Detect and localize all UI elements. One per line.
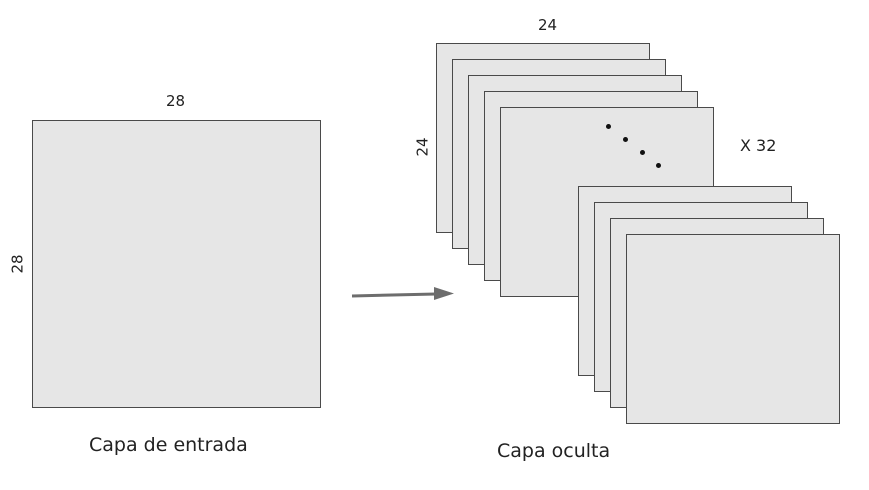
input-layer-caption: Capa de entrada — [89, 434, 248, 456]
input-width-label: 28 — [166, 92, 186, 110]
input-height-label: 28 — [8, 254, 27, 274]
hidden-width-label: 24 — [538, 16, 558, 34]
input-layer-square — [32, 120, 321, 408]
arrow-icon — [351, 287, 454, 300]
ellipsis-dot — [623, 137, 628, 142]
feature-map — [626, 234, 840, 424]
hidden-layer-caption: Capa oculta — [497, 440, 611, 462]
ellipsis-dot — [606, 124, 611, 129]
ellipsis-dot — [640, 150, 645, 155]
ellipsis-dot — [656, 163, 661, 168]
feature-map-count-label: X 32 — [740, 136, 777, 155]
hidden-height-label: 24 — [413, 137, 432, 157]
